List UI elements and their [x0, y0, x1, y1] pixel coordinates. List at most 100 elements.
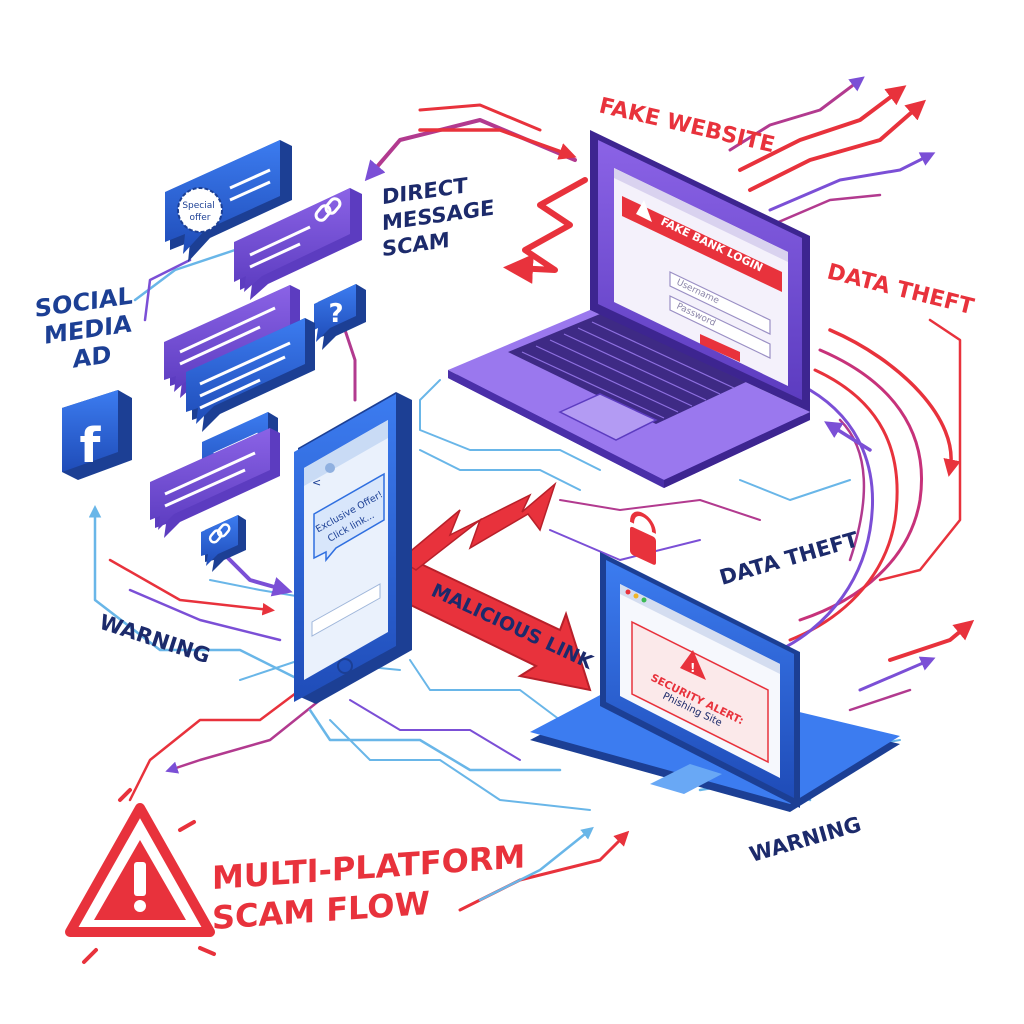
- offer-badge-line: Special: [182, 201, 214, 211]
- special-offer-bubble[interactable]: Special offer: [165, 140, 292, 262]
- warning-label: WARNING: [747, 812, 864, 867]
- message-bubble[interactable]: [186, 318, 315, 432]
- browser-bar: [614, 168, 788, 262]
- touchpad: [558, 393, 658, 441]
- flow-line: [133, 248, 237, 302]
- flow-arrow: [768, 152, 936, 212]
- padlock-icon: [630, 511, 656, 565]
- data-theft-label: DATA THEFT: [825, 260, 977, 321]
- keyboard: [508, 314, 746, 424]
- login-button[interactable]: [700, 334, 740, 362]
- flow-line: [88, 505, 302, 682]
- zigzag-arrow: [503, 177, 588, 284]
- offer-badge-text: Special offer: [182, 201, 217, 223]
- data-stream: [778, 388, 874, 652]
- text-line: [249, 225, 311, 257]
- circuit-line: [308, 708, 562, 772]
- data-stream: [798, 348, 923, 622]
- login-banner: [622, 196, 782, 292]
- text-line: [199, 355, 286, 398]
- text-line: [199, 378, 261, 410]
- alert-triangle-icon: [680, 650, 706, 680]
- zigzag-arrow: [398, 481, 557, 571]
- message-bubble[interactable]: [150, 428, 280, 538]
- data-stream: [878, 318, 962, 582]
- flow-arrow: [223, 553, 293, 597]
- username-field[interactable]: [669, 271, 771, 335]
- flow-arrow: [758, 193, 882, 232]
- laptop-edge: [664, 412, 810, 488]
- flow-arrow: [848, 688, 912, 712]
- warning-triangle-icon: [65, 788, 216, 964]
- text-line: [179, 306, 276, 354]
- data-stream: [788, 368, 899, 642]
- data-stream: [838, 418, 866, 562]
- laptop: FAKE BANK LOGIN Username Password: [448, 130, 810, 565]
- phone-header: [304, 420, 388, 486]
- text-line: [249, 242, 301, 269]
- password-field[interactable]: [669, 295, 771, 359]
- text-line: [229, 180, 271, 202]
- flow-arrow: [728, 76, 865, 152]
- question-bubble[interactable]: ?: [314, 284, 366, 350]
- circuit-line: [739, 479, 851, 501]
- flow-arrow: [858, 656, 936, 692]
- social-media-label-line: AD: [73, 340, 111, 373]
- flow-arrow: [478, 826, 594, 902]
- circuit-line: [128, 688, 302, 802]
- direct-message-label: DIRECT MESSAGE SCAM: [382, 168, 502, 262]
- back-arrow-icon: <: [312, 476, 321, 489]
- circuit-line: [419, 379, 601, 471]
- circuit-line: [409, 659, 561, 721]
- link-bubble[interactable]: [234, 188, 362, 300]
- flow-line: [143, 258, 192, 322]
- chain-link-icon: [208, 523, 231, 544]
- circuit-line: [549, 529, 701, 561]
- message-input[interactable]: [311, 583, 381, 637]
- keyboard-keys: [521, 321, 735, 419]
- facebook-icon[interactable]: f: [62, 390, 132, 480]
- tablet: ! SECURITY ALERT: Phishing Site: [530, 552, 900, 812]
- alert-exclamation: !: [690, 661, 695, 675]
- text-line: [199, 341, 291, 386]
- tablet-trackpad: [650, 764, 722, 794]
- flow-arrow: [418, 103, 542, 132]
- phone-message-bubble[interactable]: [313, 472, 385, 563]
- facebook-glyph: f: [80, 418, 102, 474]
- social-media-label: SOCIAL MEDIA AD: [35, 280, 141, 379]
- flow-line: [108, 558, 275, 616]
- flow-arrow: [748, 99, 927, 192]
- circuit-line: [419, 449, 581, 491]
- question-mark-icon: ?: [328, 299, 343, 329]
- smartphone: < Exclusive Offer! Click link...: [294, 392, 412, 704]
- home-button[interactable]: [337, 658, 353, 674]
- social-media-section: SOCIAL MEDIA AD f: [35, 280, 141, 480]
- flow-arrow: [738, 85, 907, 172]
- text-line: [179, 325, 261, 366]
- malicious-link-label: MALICIOUS LINK: [428, 580, 597, 675]
- text-line: [164, 451, 256, 496]
- text-line: [229, 168, 271, 190]
- window-dot: [633, 593, 639, 599]
- circuit-line: [165, 698, 322, 774]
- flow-line: [128, 588, 282, 642]
- flow-arrow: [824, 421, 872, 452]
- circuit-line: [559, 499, 761, 521]
- circuit-line: [349, 699, 521, 761]
- tablet-browser-bar: [620, 584, 780, 674]
- data-stream: [828, 328, 961, 477]
- offer-badge-line: offer: [190, 213, 211, 223]
- window-dot: [641, 597, 647, 603]
- flow-arrow: [418, 128, 577, 160]
- chain-link-icon: [314, 197, 342, 222]
- data-theft-label: DATA THEFT: [717, 527, 862, 590]
- laptop-edge: [448, 370, 664, 488]
- contact-avatar: [325, 463, 335, 473]
- flow-arrow: [343, 328, 357, 402]
- circuit-line: [329, 719, 591, 811]
- alert-card: [631, 620, 769, 764]
- title-block: MULTI-PLATFORM SCAM FLOW: [65, 788, 525, 964]
- small-link-bubble[interactable]: [201, 515, 246, 572]
- warning-triangle-icon: [636, 200, 652, 222]
